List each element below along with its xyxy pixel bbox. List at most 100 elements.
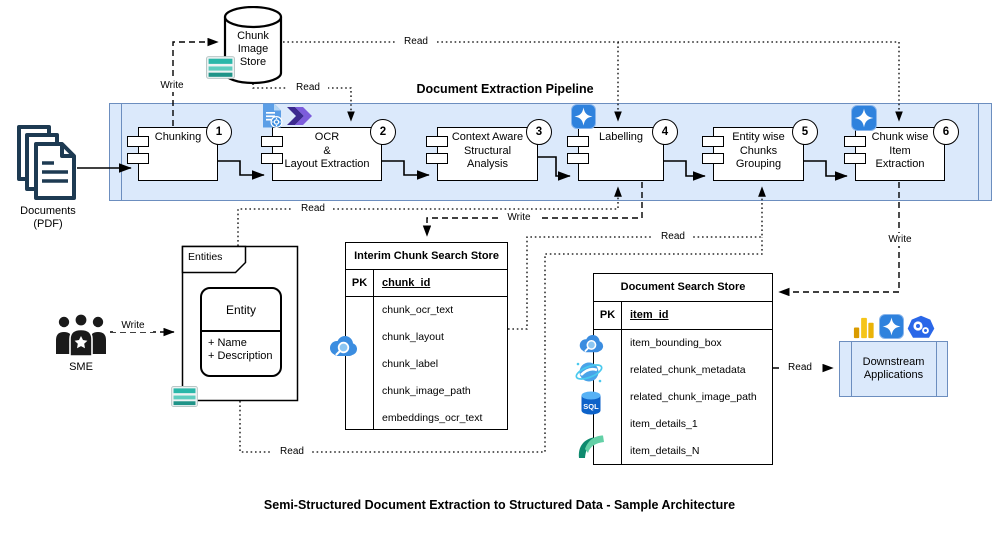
table-title: Interim Chunk Search Store bbox=[346, 243, 507, 270]
table-row: chunk_label bbox=[382, 358, 439, 370]
edge-label-read: Read bbox=[653, 230, 693, 243]
downstream-lane-divider-right bbox=[936, 341, 937, 397]
table-row: chunk_layout bbox=[382, 331, 444, 343]
stage-label: Chunking bbox=[154, 131, 202, 143]
table-title: Document Search Store bbox=[594, 274, 772, 302]
table-row: embeddings_ocr_text bbox=[382, 412, 483, 424]
table-gutter bbox=[346, 297, 374, 430]
kubernetes-gears-icon bbox=[907, 315, 935, 338]
downstream-applications-box: Downstream Applications bbox=[839, 341, 948, 397]
component-tab bbox=[127, 136, 149, 147]
component-tab bbox=[261, 136, 283, 147]
interim-chunk-search-store-table: Interim Chunk Search Store PK chunk_id c… bbox=[345, 242, 508, 430]
ai-sparkle-icon bbox=[851, 105, 877, 131]
chunk-image-store-label: Chunk Image Store bbox=[237, 30, 269, 68]
table-storage-icon bbox=[206, 56, 235, 79]
pipeline-lane-divider-right bbox=[978, 103, 979, 201]
edge-label-read: Read bbox=[293, 202, 333, 215]
edge-write-labelling-to-interim-store bbox=[422, 182, 643, 237]
stage-ocr-layout-extraction: 2 OCR & Layout Extraction bbox=[261, 119, 396, 181]
pipeline-flow-arrows bbox=[77, 156, 848, 181]
downstream-lane-divider-left bbox=[851, 341, 852, 397]
component-tab bbox=[567, 136, 589, 147]
stage-label: Context Aware Structural Analysis bbox=[451, 131, 524, 170]
cognitive-search-icon bbox=[330, 336, 357, 356]
table-row: related_chunk_metadata bbox=[630, 364, 746, 376]
cognitive-search-icon bbox=[579, 334, 604, 353]
entities-frame-label: Entities bbox=[188, 251, 223, 263]
fabric-icon bbox=[578, 435, 604, 458]
edge-write-extraction-to-document-store bbox=[778, 182, 900, 297]
edge-label-read: Read bbox=[396, 35, 436, 48]
pipeline-title: Document Extraction Pipeline bbox=[416, 82, 594, 96]
stage-number-badge: 2 bbox=[370, 119, 396, 145]
table-gutter bbox=[594, 330, 622, 465]
component-tab bbox=[426, 136, 448, 147]
stage-label: Labelling bbox=[598, 131, 644, 143]
document-intelligence-icon bbox=[263, 103, 283, 129]
stage-label: OCR & Layout Extraction bbox=[284, 131, 370, 170]
stage-label: Chunk wise Item Extraction bbox=[871, 131, 929, 170]
stage-number-badge: 4 bbox=[652, 119, 678, 145]
table-row: chunk_ocr_text bbox=[382, 304, 454, 316]
table-row: item_details_N bbox=[630, 445, 700, 457]
pk-field: chunk_id bbox=[382, 277, 431, 289]
entity-class-box: Entity + Name + Description bbox=[200, 287, 282, 377]
edge-label-write: Write bbox=[113, 319, 153, 332]
table-storage-icon bbox=[171, 386, 198, 407]
diagram-caption: Semi-Structured Document Extraction to S… bbox=[263, 498, 736, 512]
edge-label-read: Read bbox=[288, 81, 328, 94]
component-tab bbox=[844, 153, 866, 164]
sme-label: SME bbox=[69, 361, 93, 373]
ai-sparkle-icon bbox=[879, 314, 904, 339]
edge-label-write: Write bbox=[152, 79, 192, 92]
stage-number-badge: 1 bbox=[206, 119, 232, 145]
component-tab bbox=[426, 153, 448, 164]
stacked-documents-icon bbox=[17, 125, 76, 200]
edge-read-store-to-extraction bbox=[283, 41, 903, 122]
stage-number-badge: 3 bbox=[526, 119, 552, 145]
ai-sparkle-icon bbox=[571, 104, 596, 129]
component-tab bbox=[702, 153, 724, 164]
documents-label: Documents (PDF) bbox=[20, 205, 76, 230]
database-cylinder-icon bbox=[223, 6, 283, 85]
stage-chunk-wise-item-extraction: 6 Chunk wise Item Extraction bbox=[844, 119, 959, 181]
pk-field: item_id bbox=[630, 309, 669, 321]
component-tab bbox=[127, 153, 149, 164]
edge-label-write: Write bbox=[880, 233, 920, 246]
stage-label: Entity wise Chunks Grouping bbox=[732, 131, 785, 170]
power-automate-icon bbox=[287, 107, 312, 125]
entity-attributes: + Name + Description bbox=[208, 337, 273, 362]
stage-labelling: 4 Labelling bbox=[567, 119, 678, 181]
edge-label-read: Read bbox=[272, 445, 312, 458]
pk-label: PK bbox=[346, 270, 374, 296]
stage-context-aware-structural-analysis: 3 Context Aware Structural Analysis bbox=[426, 119, 552, 181]
pipeline-band bbox=[109, 103, 992, 201]
table-row: chunk_image_path bbox=[382, 385, 471, 397]
component-tab bbox=[702, 136, 724, 147]
power-bi-icon bbox=[853, 317, 874, 339]
edge-write-chunking-to-chunk-image-store bbox=[172, 37, 219, 126]
component-tab bbox=[844, 136, 866, 147]
table-row: item_details_1 bbox=[630, 418, 698, 430]
svg-text:SQL: SQL bbox=[583, 402, 599, 411]
stage-chunking: 1 Chunking bbox=[127, 119, 232, 181]
people-team-icon bbox=[56, 313, 106, 357]
pipeline-lane-divider-left bbox=[121, 103, 122, 201]
document-search-store-table: Document Search Store PK item_id item_bo… bbox=[593, 273, 773, 465]
edge-label-read: Read bbox=[780, 361, 820, 374]
table-row: item_bounding_box bbox=[630, 337, 722, 349]
stage-number-badge: 5 bbox=[792, 119, 818, 145]
component-tab bbox=[567, 153, 589, 164]
edge-read-interim-to-grouping bbox=[508, 186, 766, 330]
table-row: related_chunk_image_path bbox=[630, 391, 757, 403]
azure-sql-icon: SQL bbox=[581, 391, 601, 415]
entity-class-name: Entity bbox=[202, 289, 280, 332]
component-tab bbox=[261, 153, 283, 164]
cosmos-db-icon bbox=[575, 362, 603, 383]
stage-number-badge: 6 bbox=[933, 119, 959, 145]
stage-entity-wise-chunks-grouping: 5 Entity wise Chunks Grouping bbox=[702, 119, 818, 181]
edge-label-write: Write bbox=[499, 211, 539, 224]
pk-label: PK bbox=[594, 302, 622, 329]
